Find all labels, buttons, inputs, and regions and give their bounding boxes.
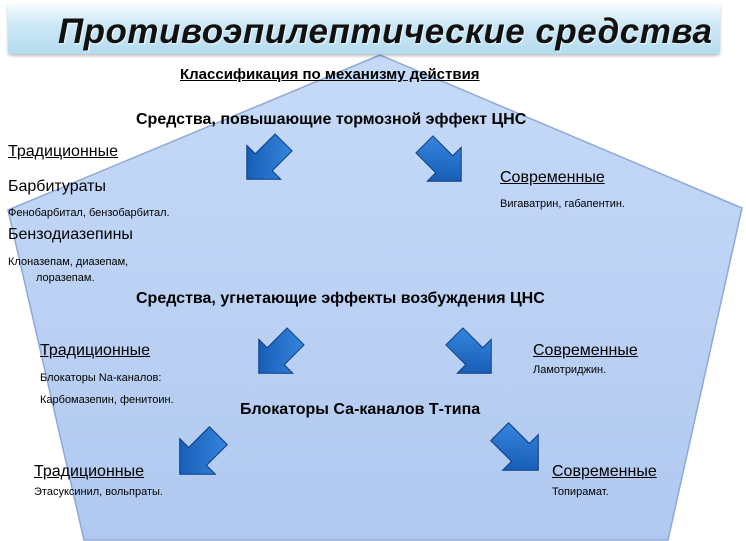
barbiturates-label: Барбитураты (8, 178, 106, 195)
benzodiazepines-label: Бензодиазепины (8, 226, 133, 243)
barbiturates-examples: Фенобарбитал, бензобарбитал. (8, 207, 170, 219)
excitation-modern-examples: Ламотриджин. (533, 364, 607, 376)
excitation-modern-label: Современные (533, 342, 638, 359)
arrow-down-left-icon (246, 133, 293, 180)
calcium-modern-label: Современные (552, 463, 657, 480)
calcium-traditional-examples: Этасуксинил, вольпраты. (34, 486, 163, 498)
excitation-traditional-line2: Карбомазепин, фенитоин. (40, 394, 174, 406)
excitation-traditional-line1: Блокаторы Na-каналов: (40, 372, 162, 384)
calcium-modern-examples: Топирамат. (552, 486, 609, 498)
inhibitory-heading: Средства, повышающие тормозной эффект ЦН… (136, 111, 527, 128)
calcium-heading: Блокаторы Са-каналов Т-типа (240, 401, 481, 418)
calcium-traditional-label: Традиционные (34, 463, 145, 480)
excitation-heading: Средства, угнетающие эффекты возбуждения… (136, 290, 545, 307)
arrow-down-left-icon (179, 426, 228, 475)
benzodiazepines-examples-line1: Клоназепам, диазепам, (8, 256, 129, 268)
inhibitory-traditional-label: Традиционные (8, 143, 119, 160)
excitation-traditional-label: Традиционные (40, 342, 151, 359)
benzodiazepines-examples-line2: лоразепам. (36, 272, 95, 284)
inhibitory-modern-label: Современные (500, 169, 605, 186)
title-banner: Противоэпилептические средства (8, 4, 720, 54)
page-title: Противоэпилептические средства (58, 12, 713, 51)
arrow-down-right-icon (415, 135, 462, 182)
arrow-down-left-icon (258, 327, 305, 374)
arrow-down-right-icon (490, 422, 539, 471)
inhibitory-modern-examples: Вигаватрин, габапентин. (500, 198, 625, 210)
arrow-down-right-icon (445, 327, 492, 374)
subtitle: Классификация по механизму действия (180, 66, 480, 83)
pentagon-shape (7, 54, 743, 541)
